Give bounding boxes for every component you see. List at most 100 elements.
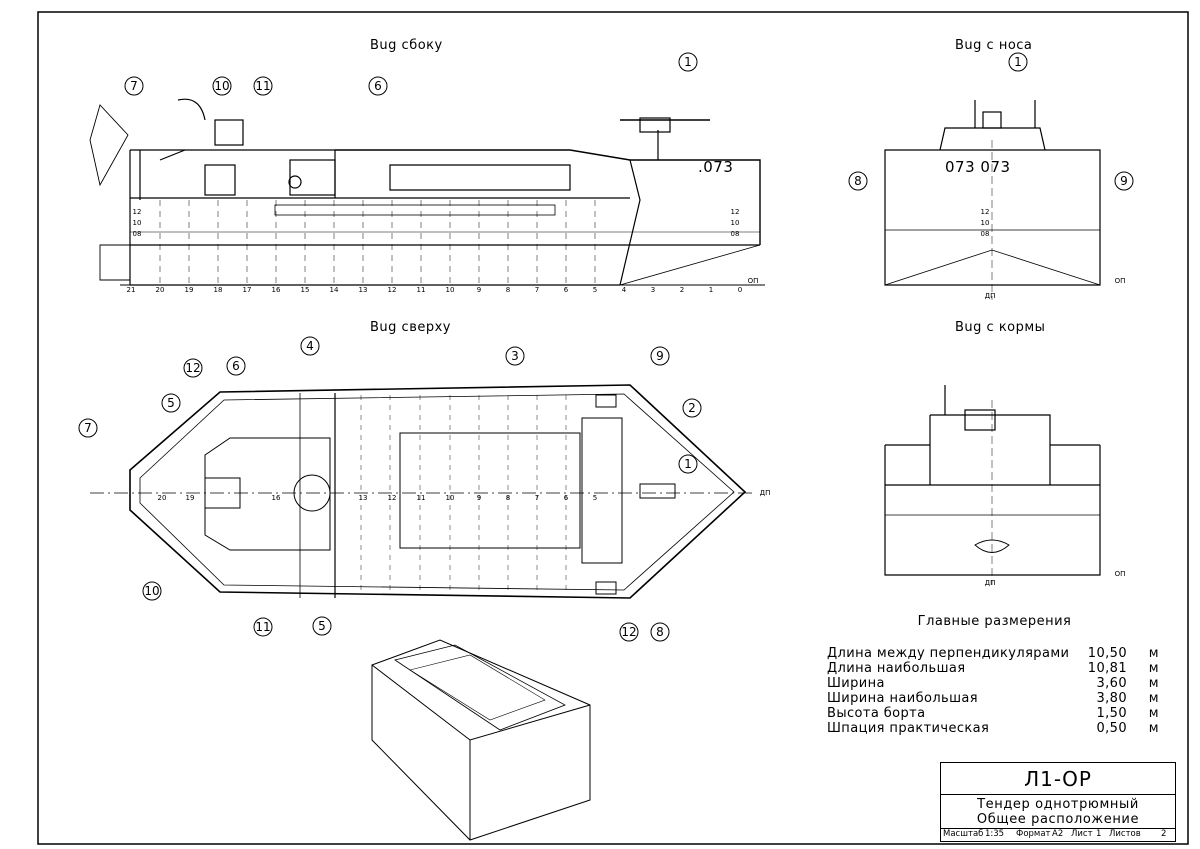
drawing-code: Л1-ОР [941, 763, 1175, 795]
top-callout: 10 [142, 581, 162, 601]
isometric-view [371, 639, 591, 841]
title-block: Л1-ОР Тендер однотрюмный Общее расположе… [940, 762, 1176, 842]
side-frame-number: 18 [214, 286, 223, 294]
svg-text:9: 9 [1120, 174, 1128, 188]
svg-text:1: 1 [1014, 55, 1022, 69]
dimension-name: Высота борта [827, 706, 926, 721]
side-waterline-label: 12 [133, 208, 142, 216]
dimension-row: Шпация практическая 0,50 м [827, 721, 1167, 737]
side-hull-number: .073 [698, 158, 734, 176]
stern-view-title: Вug с кормы [955, 320, 1046, 335]
side-frame-number: 4 [622, 286, 627, 294]
side-callout: 1 [678, 52, 698, 72]
svg-text:4: 4 [306, 339, 314, 353]
side-frame-number: 21 [127, 286, 136, 294]
top-frame-number: 19 [186, 494, 195, 502]
svg-text:10: 10 [144, 584, 159, 598]
top-frame-number: 5 [593, 494, 597, 502]
svg-text:1: 1 [684, 457, 692, 471]
top-view-title: Вug сверху [370, 320, 451, 335]
top-frame-number: 6 [564, 494, 569, 502]
main-dimensions-title: Главные размерения [917, 614, 1072, 629]
dimension-unit: м [1148, 661, 1159, 676]
side-frame-number: 20 [156, 286, 165, 294]
sheet-value: 1 [1096, 829, 1102, 839]
side-frame-number: 11 [417, 286, 426, 294]
top-callout: 7 [78, 418, 98, 438]
dimension-value: 10,50 [1087, 646, 1127, 661]
top-callout: 12 [183, 358, 203, 378]
dimension-row: Ширина наибольшая 3,80 м [827, 691, 1167, 707]
sheets-label: Листов [1109, 829, 1141, 839]
dimension-value: 3,60 [1096, 676, 1127, 691]
dimension-value: 1,50 [1096, 706, 1127, 721]
side-frame-number: 0 [738, 286, 742, 294]
sheets-value: 2 [1161, 829, 1167, 839]
top-callout: 2 [682, 398, 702, 418]
side-frame-number: 9 [477, 286, 481, 294]
dimension-row: Длина между перпендикулярами 10,50 м [827, 646, 1167, 662]
dimension-name: Длина между перпендикулярами [827, 646, 1070, 661]
dimension-row: Высота борта 1,50 м [827, 706, 1167, 722]
top-callout: 12 [619, 622, 639, 642]
scale-label: Масштаб [943, 829, 984, 839]
title-block-footer: Масштаб 1:35 Формат А2 Лист 1 Листов 2 [941, 828, 1175, 841]
side-frame-number: 5 [593, 286, 597, 294]
dimension-name: Ширина [827, 676, 885, 691]
side-frame-number: 6 [564, 286, 569, 294]
top-view-details [204, 393, 676, 598]
stern-view [884, 385, 1101, 585]
top-callout: 3 [505, 346, 525, 366]
side-frame-number: 17 [243, 286, 252, 294]
svg-text:7: 7 [84, 421, 92, 435]
dimension-row: Длина наибольшая 10,81 м [827, 661, 1167, 677]
side-callout: 11 [253, 76, 273, 96]
side-frame-number: 12 [388, 286, 397, 294]
svg-text:12: 12 [621, 625, 636, 639]
bow-view [884, 100, 1101, 300]
side-frame-number: 3 [651, 286, 655, 294]
svg-text:7: 7 [130, 79, 138, 93]
top-frame-number: 7 [535, 494, 539, 502]
top-frame-lines [360, 395, 567, 590]
side-view [89, 98, 761, 286]
side-frame-lines [159, 200, 596, 285]
side-waterline-label-bow: 08 [731, 230, 740, 238]
sheet-border [37, 11, 1189, 845]
dimension-row: Ширина 3,60 м [827, 676, 1167, 692]
drawing-name-line1: Тендер однотрюмный [977, 797, 1139, 812]
svg-text:9: 9 [656, 349, 664, 363]
dimension-value: 3,80 [1096, 691, 1127, 706]
side-frame-number: 8 [506, 286, 510, 294]
top-callout: 1 [678, 454, 698, 474]
stern-op-label: ОП [1115, 570, 1126, 578]
svg-text:5: 5 [318, 619, 326, 633]
bow-hull-number: 073 073 [945, 158, 1011, 176]
dimension-unit: м [1148, 721, 1159, 736]
svg-text:11: 11 [255, 79, 270, 93]
svg-text:12: 12 [185, 361, 200, 375]
bow-waterline-label: 08 [981, 230, 990, 238]
top-callout: 6 [226, 356, 246, 376]
dimension-unit: м [1148, 691, 1159, 706]
top-view [129, 384, 747, 599]
side-waterline-label-bow: 10 [731, 219, 740, 227]
bow-op-label: ОП [1115, 277, 1126, 285]
svg-text:6: 6 [374, 79, 382, 93]
top-frame-number: 16 [272, 494, 281, 502]
svg-text:1: 1 [684, 55, 692, 69]
dimension-name: Шпация практическая [827, 721, 990, 736]
side-frame-number: 19 [185, 286, 194, 294]
top-frame-number: 13 [359, 494, 368, 502]
dimension-name: Ширина наибольшая [827, 691, 978, 706]
top-callout: 11 [253, 617, 273, 637]
bow-waterline-label: 10 [981, 219, 990, 227]
scale-value: 1:35 [985, 829, 1005, 839]
dimension-value: 10,81 [1087, 661, 1127, 676]
top-dp-label: ДП [760, 489, 771, 497]
top-frame-number: 11 [417, 494, 426, 502]
svg-text:6: 6 [232, 359, 240, 373]
side-waterline-label-bow: 12 [731, 208, 740, 216]
top-frame-number: 20 [158, 494, 167, 502]
